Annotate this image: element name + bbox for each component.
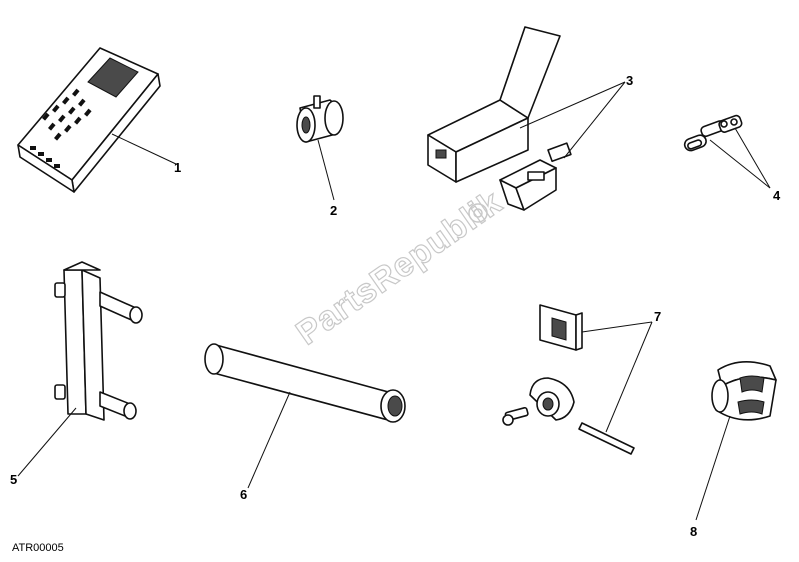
callout-1: 1 (174, 160, 181, 175)
part-6-tube (204, 343, 406, 423)
watermark-text: PartsRepublik (289, 183, 509, 353)
leader-lines (17, 81, 771, 521)
callout-8: 8 (690, 524, 697, 539)
leader-8 (695, 415, 731, 521)
leader-4b (734, 127, 771, 189)
callouts: 1 2 3 4 5 6 7 8 (10, 73, 781, 539)
part-3-crimping-tool (499, 142, 572, 211)
callout-2: 2 (330, 203, 337, 218)
leader-1 (111, 133, 177, 165)
leader-3b (563, 81, 626, 159)
part-5-pin-fixture (54, 261, 143, 421)
part-7-gauge-plate (539, 304, 583, 351)
callout-4: 4 (773, 188, 781, 203)
part-7-rod (578, 422, 635, 455)
leader-7a (581, 321, 653, 333)
leader-7b (605, 321, 653, 433)
part-3-toolbox (427, 26, 561, 183)
callout-3: 3 (626, 73, 633, 88)
part-1-diagnostic-tester (17, 47, 161, 193)
leader-5 (17, 407, 77, 477)
part-7-clamp (502, 377, 575, 426)
callout-5: 5 (10, 472, 17, 487)
drawing-code: ATR00005 (12, 542, 64, 554)
watermark: PartsRepublik (289, 182, 510, 353)
part-2-bushing (296, 95, 344, 143)
leader-6 (247, 391, 291, 489)
part-8-split-bushing (711, 361, 777, 421)
watermark-gear-icon (468, 203, 488, 223)
leader-3a (519, 81, 626, 129)
leader-4a (709, 139, 771, 189)
leader-2 (317, 139, 335, 201)
callout-6: 6 (240, 487, 247, 502)
part-4-chain-link (683, 114, 743, 152)
callout-7: 7 (654, 309, 661, 324)
